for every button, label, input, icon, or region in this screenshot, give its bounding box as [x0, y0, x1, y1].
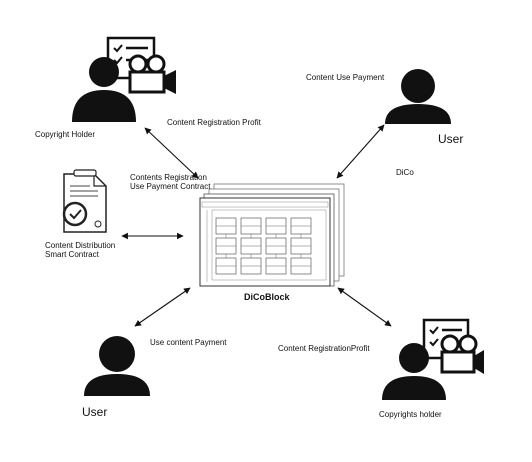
- label-copyrights-holder: Copyrights holder: [379, 410, 442, 419]
- arrow-holder-to-dicoblock: [144, 127, 199, 179]
- label-dicoblock: DiCoBlock: [244, 292, 290, 302]
- label-content-use-payment: Content Use Payment: [306, 73, 385, 82]
- label-content-registration-profit-bottom: Content RegistrationProfit: [278, 344, 370, 353]
- user-top-right-icon: [385, 69, 451, 124]
- copyright-holder-icon: [72, 36, 176, 122]
- label-dico: DiCo: [396, 168, 414, 177]
- label-user-bottom-left: User: [82, 405, 108, 419]
- arrow-user-to-dicoblock: [336, 124, 385, 179]
- label-copyright-holder: Copyright Holder: [35, 130, 96, 139]
- label-user-top-right: User: [438, 132, 464, 146]
- label-use-payment-contract: Use Payment Contract: [130, 182, 211, 191]
- dicoblock-ledger-icon: [199, 183, 345, 287]
- label-smart-contract: Smart Contract: [45, 250, 99, 259]
- user-bottom-left-icon: [84, 336, 150, 396]
- smart-contract-icon: [62, 169, 107, 233]
- flow-arrows: [121, 124, 392, 327]
- label-content-distribution: Content Distribution: [45, 241, 116, 250]
- label-content-registration-profit-top: Content Registration Profit: [167, 118, 261, 127]
- arrow-bottom-user-to-dicoblock: [134, 287, 191, 327]
- arrow-bottom-holder-to-dicoblock: [337, 287, 392, 327]
- label-use-content-payment: Use content Payment: [150, 338, 227, 347]
- copyrights-holder-icon: [382, 318, 484, 400]
- label-contents-registration: Contents Registration: [130, 173, 207, 182]
